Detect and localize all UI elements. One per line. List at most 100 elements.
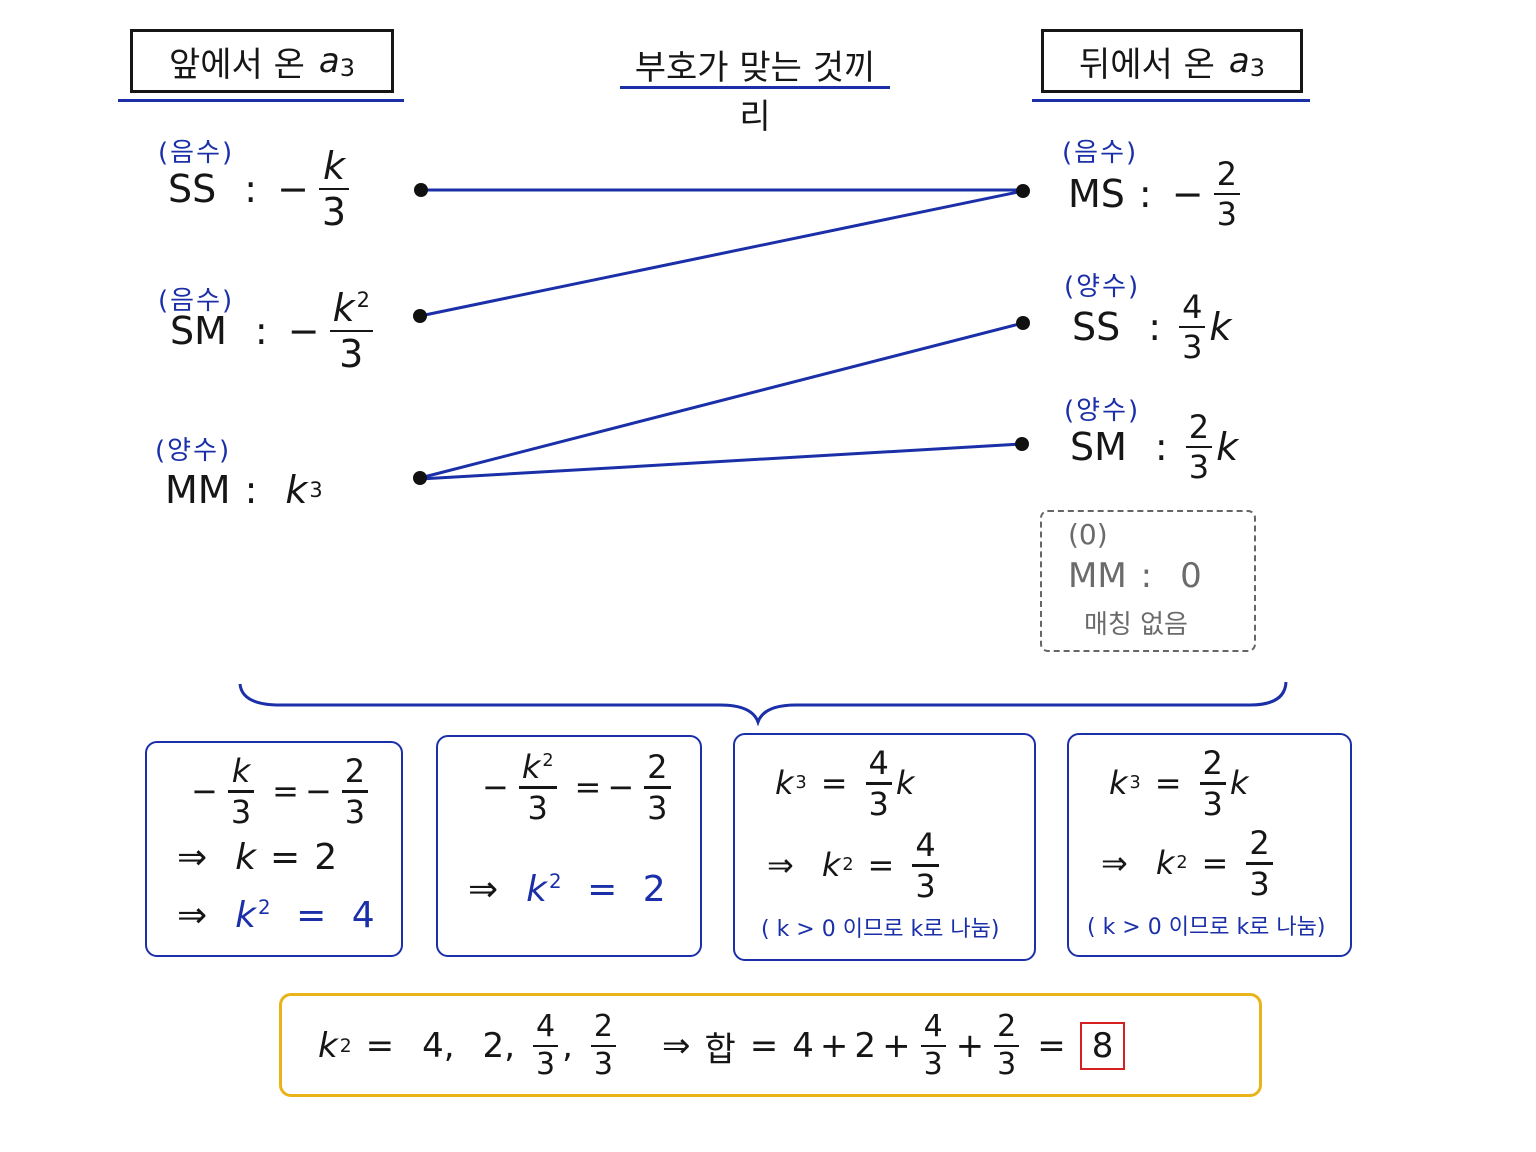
eq1-l1-eq: =: [272, 772, 299, 811]
eq4-l2-var: k: [1155, 844, 1175, 883]
eq1-l3-val: 4: [351, 895, 375, 936]
eq1-l2-eq: =: [270, 837, 301, 878]
eq1-l1-lhs-minus: −: [191, 772, 218, 811]
left-mm-var: k: [285, 468, 308, 512]
header-left-sub: 3: [339, 54, 356, 82]
eq4-l2-rhs-num: 2: [1249, 824, 1270, 862]
right-sm-sign: (양수): [1064, 396, 1141, 426]
eq1-l1-rhs-minus: −: [304, 772, 332, 811]
eq1-l1-lhs-num: k: [231, 752, 251, 790]
summary-eq3: =: [1037, 1026, 1066, 1066]
right-ss-var: k: [1209, 305, 1232, 349]
header-left-underline: [118, 99, 404, 102]
right-ms-minus: −: [1171, 172, 1204, 216]
right-ms-term: MS : − 2 3: [1068, 158, 1244, 230]
eq2-l1-rhs-num: 2: [647, 748, 668, 786]
left-mm-var-sup: 3: [309, 478, 323, 502]
zero-item-term: MM : 0: [1068, 556, 1202, 596]
line-mm-to-ss: [419, 321, 1024, 480]
eq3-l2-sup: 2: [842, 855, 854, 876]
eq4-note: ( k > 0 이므로 k로 나눔): [1087, 915, 1326, 940]
eq4-l1-rhs-var: k: [1229, 764, 1249, 803]
left-ss-colon: :: [244, 167, 258, 211]
header-center-title: 부호가 맞는 것끼리: [634, 48, 876, 137]
eq2-l1-lhs-den: 3: [527, 788, 548, 827]
eq1-l2-val: 2: [314, 837, 338, 878]
right-dot-sm: [1015, 437, 1029, 451]
summary-answer: 8: [1079, 1022, 1126, 1070]
summary-c2: ,: [504, 1026, 515, 1066]
summary-plus3: +: [955, 1026, 985, 1066]
right-sm-den: 3: [1188, 448, 1210, 487]
eq1-l2-arrow: ⇒: [177, 837, 208, 878]
eq2-l2-arrow: ⇒: [468, 869, 499, 910]
summary-s1: 4: [792, 1026, 814, 1066]
eq1-l1-lhs-den: 3: [230, 792, 252, 831]
right-ss-term: SS : 4 3 k: [1072, 291, 1232, 367]
eq1-l3-var: k: [235, 895, 257, 936]
summary-s4-num: 2: [997, 1008, 1017, 1044]
right-ss-den: 3: [1182, 328, 1203, 367]
eq4-l1-sup: 3: [1129, 773, 1141, 794]
eq3-l2-var: k: [821, 846, 841, 885]
line-mm-to-sm: [419, 442, 1023, 481]
summary-plus2: +: [882, 1026, 911, 1066]
summary-s2: 2: [854, 1026, 877, 1066]
right-sm-var: k: [1216, 425, 1239, 469]
left-ss-den: 3: [321, 190, 347, 235]
eq3-l1-sup: 3: [795, 773, 807, 794]
eq3-l2-arrow: ⇒: [767, 846, 794, 885]
eq4-l1-rhs-den: 3: [1202, 784, 1223, 823]
header-right-text: 뒤에서 온: [1078, 44, 1215, 85]
left-ss-num: k: [322, 143, 345, 188]
right-ss-colon: :: [1148, 305, 1162, 349]
eq3-l1-rhs-num: 4: [868, 744, 889, 782]
eq1-l3-eq: =: [296, 895, 327, 936]
eq4-l1-rhs-num: 2: [1202, 744, 1223, 782]
right-ms-num: 2: [1216, 154, 1237, 193]
left-sm-num: k: [332, 285, 355, 330]
eq2-l2-eq: =: [587, 869, 618, 910]
left-mm-colon: :: [244, 468, 258, 512]
summary-s3-den: 3: [923, 1047, 943, 1083]
zero-item-box: (0) MM : 0 매칭 없음: [1040, 510, 1256, 652]
zero-item-value: 0: [1180, 556, 1202, 596]
left-sm-den: 3: [339, 332, 364, 377]
header-right-var: a: [1228, 41, 1250, 81]
zero-item-colon: :: [1140, 556, 1153, 596]
eq2-l1-lhs-sup: 2: [542, 751, 554, 772]
left-sm-num-sup: 2: [356, 288, 370, 313]
left-mm-sign: (양수): [155, 436, 232, 466]
left-ss-name: SS: [168, 167, 217, 211]
left-mm-name: MM: [165, 468, 231, 512]
right-sm-term: SM : 2 3 k: [1070, 411, 1239, 487]
summary-eq: =: [365, 1026, 395, 1066]
left-sm-colon: :: [254, 309, 268, 353]
eq1-l1-rhs-den: 3: [344, 792, 366, 831]
eq4-l1-var: k: [1109, 764, 1128, 803]
eq3-l2-rhs-den: 3: [915, 866, 936, 905]
zero-item-sign: (0): [1068, 518, 1108, 551]
summary-c3: ,: [562, 1026, 573, 1066]
eq2-l1-lhs-num: k: [521, 748, 541, 786]
curly-brace: [238, 681, 1288, 727]
left-dot-mm: [413, 471, 427, 485]
right-dot-ms: [1016, 184, 1030, 198]
eq2-l1-rhs-den: 3: [647, 788, 668, 827]
